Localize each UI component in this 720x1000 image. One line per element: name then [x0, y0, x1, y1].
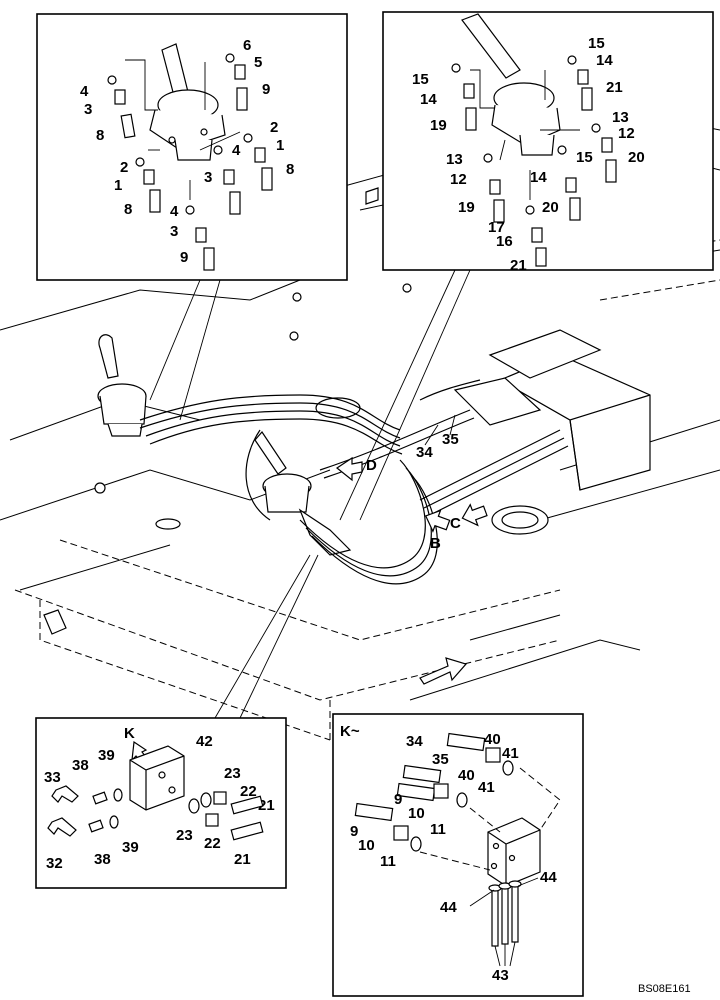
view-label-k: K	[124, 725, 135, 742]
view-arrow-icon	[335, 456, 363, 482]
callout-12: 12	[450, 171, 467, 188]
callout-13: 13	[612, 109, 629, 126]
view-label-k-detail: K~	[340, 723, 360, 740]
callout-19: 19	[430, 117, 447, 134]
callout-35: 35	[432, 751, 449, 768]
callout-35: 35	[442, 431, 459, 448]
callout-14: 14	[596, 52, 613, 69]
left-control-lever	[97, 334, 147, 437]
callout-23: 23	[224, 765, 241, 782]
detail-valve-block-k: K~ 34 40 41 35 40 41 9	[332, 713, 584, 997]
callout-22: 22	[240, 783, 257, 800]
callout-9: 9	[180, 249, 188, 266]
callout-14: 14	[420, 91, 437, 108]
callout-40: 40	[458, 767, 475, 784]
view-label-c: C	[450, 515, 461, 532]
callout-32: 32	[46, 855, 63, 872]
detail-right-lever: 15 14 15 14 21 19 13 12 13 12 15 20 14 1…	[382, 11, 714, 274]
direction-arrow-icon	[419, 657, 468, 685]
callout-10: 10	[358, 837, 375, 854]
callout-6: 6	[243, 37, 251, 54]
callout-5: 5	[254, 54, 262, 71]
callout-4: 4	[232, 142, 241, 159]
callout-44: 44	[540, 869, 557, 886]
callout-11: 11	[380, 853, 396, 870]
callout-20: 20	[628, 149, 645, 166]
callout-3: 3	[84, 101, 92, 118]
callout-3: 3	[204, 169, 212, 186]
callout-15: 15	[588, 35, 605, 52]
view-arrow-icon	[461, 503, 488, 527]
main-callouts: D 34 35 C B	[335, 414, 488, 685]
callout-38: 38	[72, 757, 89, 774]
callout-21: 21	[510, 257, 527, 274]
callout-23: 23	[176, 827, 193, 844]
callout-22: 22	[204, 835, 221, 852]
callout-9: 9	[394, 791, 402, 808]
callout-16: 16	[496, 233, 513, 250]
callout-1: 1	[114, 177, 122, 194]
callout-42: 42	[196, 733, 213, 750]
callout-11: 11	[430, 821, 446, 838]
view-arrow-icon	[424, 509, 451, 533]
callout-3: 3	[170, 223, 178, 240]
callout-1: 1	[276, 137, 284, 154]
callout-17: 17	[488, 219, 505, 236]
callout-44: 44	[440, 899, 457, 916]
callout-14: 14	[530, 169, 547, 186]
view-label-b: B	[430, 535, 441, 552]
callout-8: 8	[124, 201, 132, 218]
callout-4: 4	[80, 83, 89, 100]
callout-9: 9	[350, 823, 358, 840]
callout-39: 39	[98, 747, 115, 764]
callout-40: 40	[484, 731, 501, 748]
callout-2: 2	[270, 119, 278, 136]
callout-8: 8	[96, 127, 104, 144]
callout-41: 41	[502, 745, 519, 762]
callout-38: 38	[94, 851, 111, 868]
callout-9: 9	[262, 81, 270, 98]
detail-left-lever: 6 5 4 3 9 8 2 4 1 2 1 3 8 8 4 3 9	[36, 13, 348, 281]
detail-valve-block: K 42 39 38 33 23 22 21 23 22 21 38 39 32	[35, 717, 287, 889]
callout-21: 21	[234, 851, 251, 868]
callout-4: 4	[170, 203, 179, 220]
callout-34: 34	[416, 444, 433, 461]
callout-21: 21	[606, 79, 623, 96]
detail-leaders	[149, 269, 471, 719]
right-control-lever	[254, 431, 352, 556]
callout-15: 15	[412, 71, 429, 88]
callout-20: 20	[542, 199, 559, 216]
callout-19: 19	[458, 199, 475, 216]
view-label-d: D	[366, 457, 377, 474]
callout-34: 34	[406, 733, 423, 750]
callout-2: 2	[120, 159, 128, 176]
callout-39: 39	[122, 839, 139, 856]
callout-15: 15	[576, 149, 593, 166]
drawing-code: BS08E161	[638, 983, 691, 995]
control-valve-block	[453, 329, 651, 491]
callout-8: 8	[286, 161, 294, 178]
callout-43: 43	[492, 967, 509, 984]
callout-21: 21	[258, 797, 275, 814]
callout-41: 41	[478, 779, 495, 796]
callout-13: 13	[446, 151, 463, 168]
callout-10: 10	[408, 805, 425, 822]
callout-12: 12	[618, 125, 635, 142]
callout-33: 33	[44, 769, 61, 786]
